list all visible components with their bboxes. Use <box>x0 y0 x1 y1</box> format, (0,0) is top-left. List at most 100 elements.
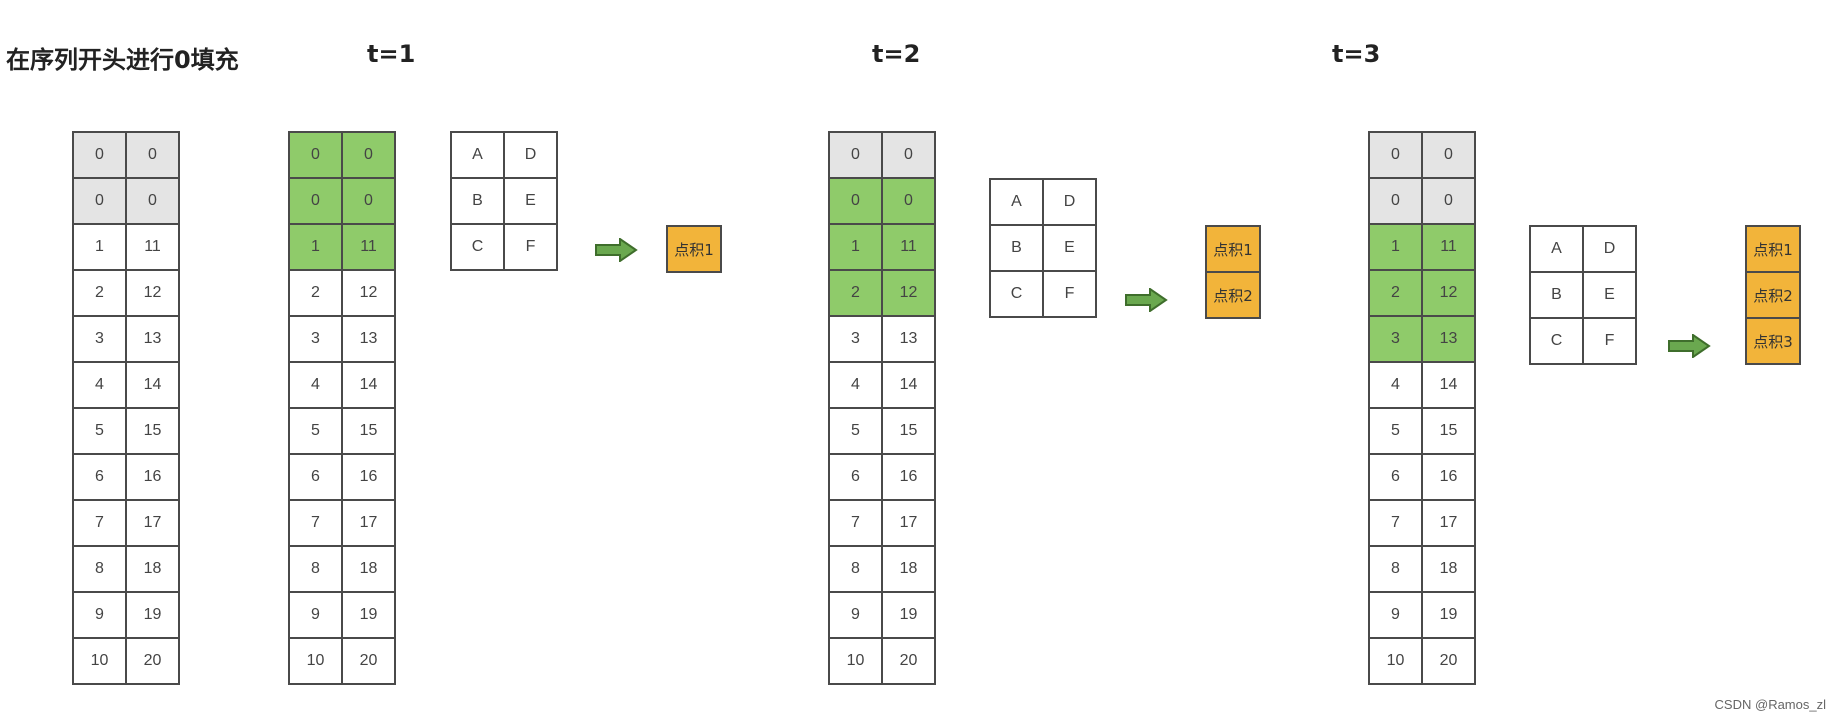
kernel-cell: D <box>1042 178 1097 226</box>
sequence-cell: 5 <box>72 407 127 455</box>
kernel-cell: F <box>1042 270 1097 318</box>
sequence-cell: 19 <box>881 591 936 639</box>
sequence-cell: 3 <box>72 315 127 363</box>
sequence-cell: 16 <box>341 453 396 501</box>
kernel-cell: F <box>1582 317 1637 365</box>
output-column-t2: 点积1 点积2 <box>1205 225 1261 319</box>
sequence-cell: 10 <box>1368 637 1423 685</box>
sequence-cell: 11 <box>881 223 936 271</box>
sequence-cell: 18 <box>125 545 180 593</box>
sequence-cell: 17 <box>341 499 396 547</box>
kernel-cell: C <box>450 223 505 271</box>
sequence-cell: 16 <box>881 453 936 501</box>
sequence-cell: 4 <box>1368 361 1423 409</box>
sequence-cell: 5 <box>828 407 883 455</box>
sequence-cell: 8 <box>828 545 883 593</box>
sequence-cell: 12 <box>341 269 396 317</box>
sequence-cell: 10 <box>72 637 127 685</box>
sequence-cell: 0 <box>828 131 883 179</box>
sequence-cell: 17 <box>1421 499 1476 547</box>
sequence-cell: 20 <box>341 637 396 685</box>
sequence-cell: 0 <box>1421 131 1476 179</box>
sequence-cell: 18 <box>1421 545 1476 593</box>
sequence-cell: 1 <box>72 223 127 271</box>
sequence-cell: 7 <box>828 499 883 547</box>
sequence-cell: 0 <box>1421 177 1476 225</box>
dot-product-cell: 点积1 <box>666 225 722 273</box>
kernel-cell: A <box>1529 225 1584 273</box>
step-label-t2: t=2 <box>872 40 921 68</box>
sequence-cell: 13 <box>881 315 936 363</box>
table-row: 点积2 <box>1745 271 1801 319</box>
kernel-cell: E <box>1582 271 1637 319</box>
sequence-cell: 3 <box>828 315 883 363</box>
sequence-cell: 3 <box>1368 315 1423 363</box>
sequence-cell: 12 <box>1421 269 1476 317</box>
sequence-cell: 0 <box>341 131 396 179</box>
sequence-cell: 15 <box>125 407 180 455</box>
sequence-cell: 9 <box>828 591 883 639</box>
sequence-cell: 5 <box>1368 407 1423 455</box>
sequence-cell: 20 <box>881 637 936 685</box>
sequence-cell: 12 <box>125 269 180 317</box>
sequence-cell: 8 <box>288 545 343 593</box>
sequence-cell: 4 <box>828 361 883 409</box>
step-label-t1: t=1 <box>367 40 416 68</box>
sequence-cell: 6 <box>828 453 883 501</box>
sequence-cell: 5 <box>288 407 343 455</box>
sequence-cell: 16 <box>1421 453 1476 501</box>
sequence-cell: 4 <box>288 361 343 409</box>
sequence-cell: 7 <box>1368 499 1423 547</box>
sequence-cell: 2 <box>828 269 883 317</box>
table-row: 点积1 <box>1745 225 1801 273</box>
kernel-cell: C <box>989 270 1044 318</box>
sequence-cell: 19 <box>1421 591 1476 639</box>
sequence-cell: 0 <box>341 177 396 225</box>
kernel-cell: B <box>450 177 505 225</box>
kernel-cell: E <box>1042 224 1097 272</box>
sequence-cell: 20 <box>125 637 180 685</box>
sequence-cell: 15 <box>881 407 936 455</box>
sequence-cell: 11 <box>125 223 180 271</box>
table-row: 点积1 <box>666 225 722 273</box>
sequence-cell: 0 <box>288 177 343 225</box>
sequence-cell: 14 <box>125 361 180 409</box>
dot-product-cell: 点积1 <box>1745 225 1801 273</box>
watermark-text: CSDN @Ramos_zl <box>1714 697 1826 712</box>
sequence-cell: 6 <box>72 453 127 501</box>
